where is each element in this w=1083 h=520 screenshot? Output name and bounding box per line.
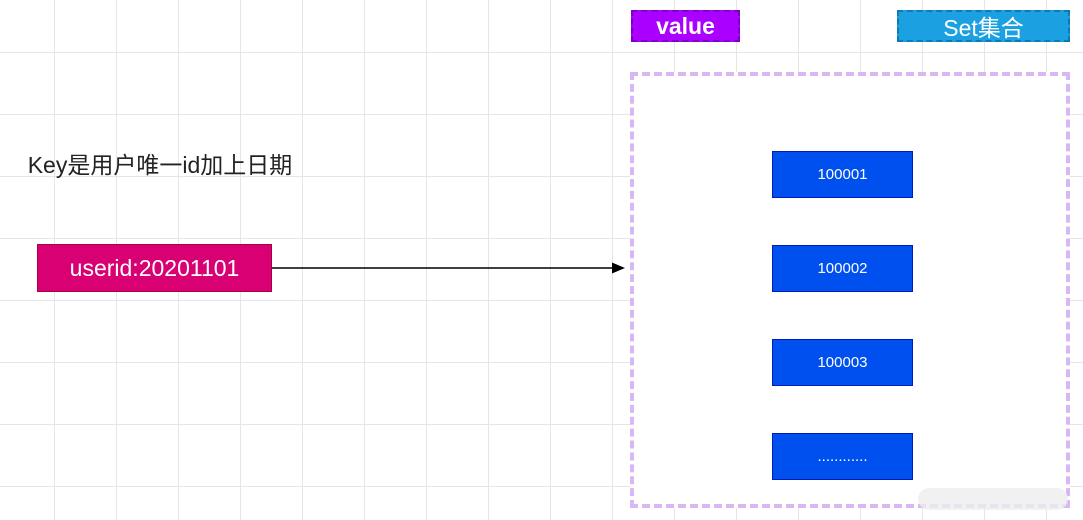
key-node: userid:20201101 [37, 244, 272, 292]
set-collection-label: Set集合 [897, 10, 1070, 42]
set-member-2: 100002 [772, 245, 913, 292]
value-label: value [631, 10, 740, 42]
watermark [918, 488, 1068, 510]
set-member-ellipsis: ............ [772, 433, 913, 480]
set-member-3: 100003 [772, 339, 913, 386]
key-description: Key是用户唯一id加上日期 [27, 152, 293, 178]
set-member-1: 100001 [772, 151, 913, 198]
